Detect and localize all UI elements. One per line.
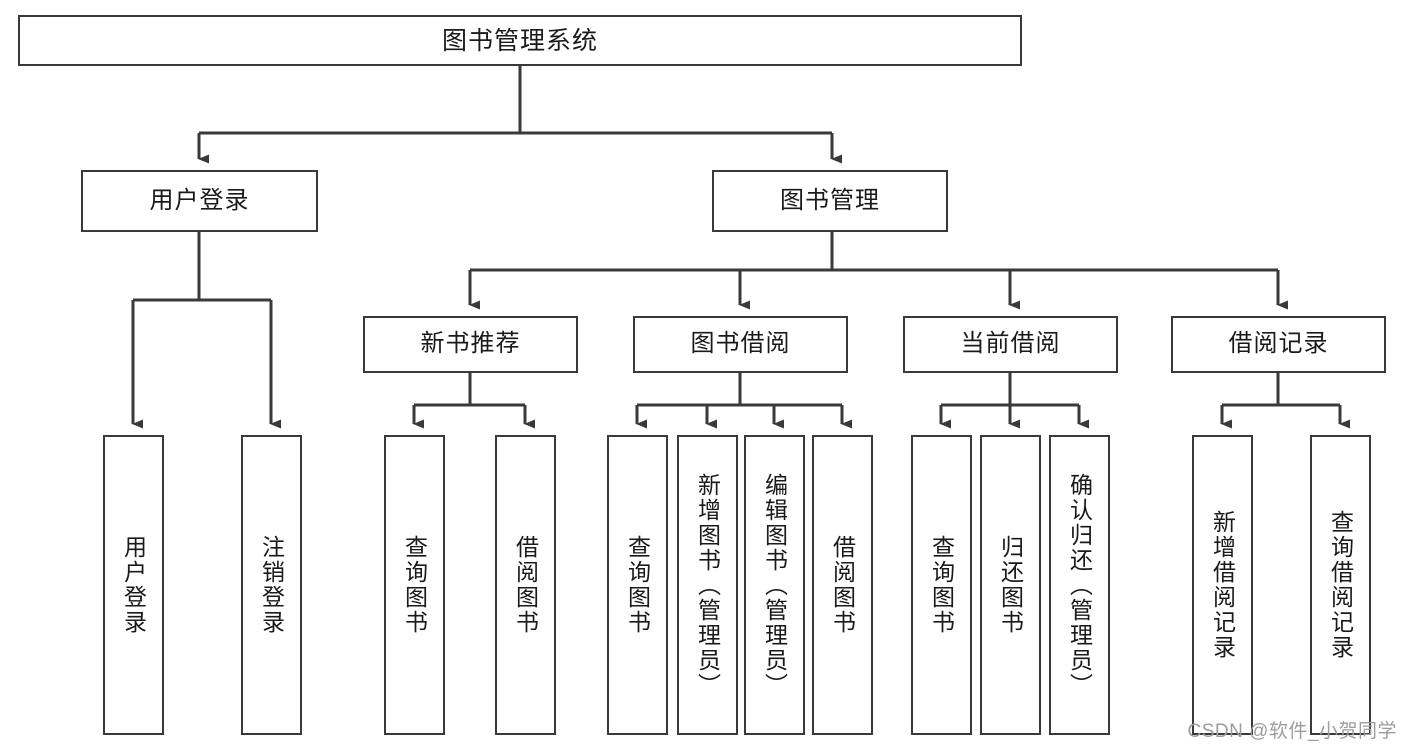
node-label: 图书管理系统 [441,26,598,55]
node-label: 用户登录 [120,535,147,635]
node-label: 借阅图书 [512,535,539,635]
node-new-book-recommend[interactable]: 新书推荐 [363,316,578,373]
node-label: 新增借阅记录 [1209,510,1236,660]
leaf-bb-query-book[interactable]: 查询图书 [607,435,668,735]
node-label: 当前借阅 [960,330,1061,358]
node-label: 新书推荐 [420,330,521,358]
node-current-borrow[interactable]: 当前借阅 [903,316,1118,373]
node-book-management[interactable]: 图书管理 [712,170,948,232]
leaf-bb-add-book[interactable]: 新增图书（管理员） [677,435,738,735]
node-label: 新增图书（管理员） [694,472,721,698]
node-label: 确认归还（管理员） [1066,472,1093,698]
leaf-br-query-record[interactable]: 查询借阅记录 [1310,435,1371,735]
node-book-borrow[interactable]: 图书借阅 [633,316,848,373]
node-label: 用户登录 [149,186,250,214]
leaf-user-login[interactable]: 用户登录 [103,435,164,735]
node-label: 查询图书 [928,535,955,635]
leaf-nb-borrow-book[interactable]: 借阅图书 [495,435,556,735]
node-user-login[interactable]: 用户登录 [81,170,318,232]
node-label: 归还图书 [997,535,1024,635]
leaf-cb-confirm-return[interactable]: 确认归还（管理员） [1049,435,1110,735]
leaf-cb-query-book[interactable]: 查询图书 [911,435,972,735]
node-borrow-record[interactable]: 借阅记录 [1171,316,1386,373]
node-label: 图书借阅 [690,330,791,358]
leaf-logout[interactable]: 注销登录 [241,435,302,735]
csdn-watermark: CSDN @软件_小贺同学 [1187,721,1397,742]
leaf-br-add-record[interactable]: 新增借阅记录 [1192,435,1253,735]
leaf-bb-borrow-book[interactable]: 借阅图书 [812,435,873,735]
node-label: 图书管理 [780,186,880,214]
leaf-nb-query-book[interactable]: 查询图书 [384,435,445,735]
node-root-system[interactable]: 图书管理系统 [18,15,1022,66]
node-label: 注销登录 [258,535,285,635]
leaf-bb-edit-book[interactable]: 编辑图书（管理员） [744,435,805,735]
node-label: 查询借阅记录 [1327,510,1354,660]
node-label: 借阅记录 [1228,330,1329,358]
node-label: 编辑图书（管理员） [761,472,788,698]
leaf-cb-return-book[interactable]: 归还图书 [980,435,1041,735]
node-label: 查询图书 [624,535,651,635]
node-label: 借阅图书 [829,535,856,635]
node-label: 查询图书 [401,535,428,635]
